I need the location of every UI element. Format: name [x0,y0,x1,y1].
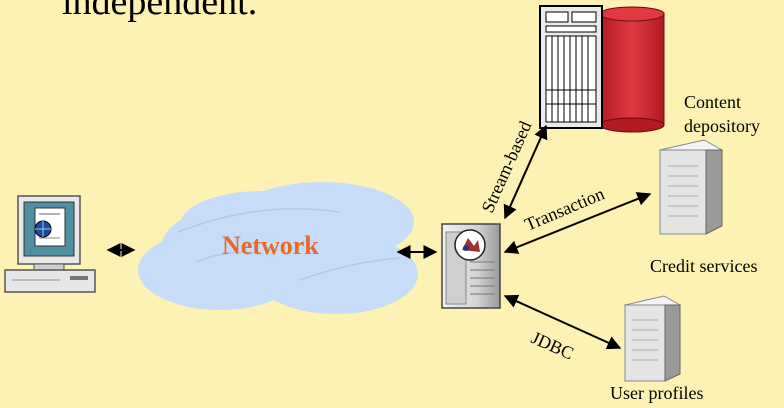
credit-server-icon [658,139,724,235]
mainframe-icon [539,5,665,133]
app-server-icon [441,223,501,309]
network-cloud [138,182,418,314]
profiles-server-icon [623,295,682,382]
content-label-line1: Content [684,92,741,112]
jdbc-label: JDBC [528,327,576,363]
client-computer-icon [4,195,96,293]
credit-label: Credit services [650,256,758,276]
transaction-label: Transaction [522,183,607,234]
content-label-line2: depository [684,116,760,136]
transaction-arrow [503,192,652,254]
network-label: Network [222,231,319,260]
slide-heading: independent. [62,0,258,23]
jdbc-arrow [503,294,622,350]
profiles-label: User profiles [610,383,704,403]
